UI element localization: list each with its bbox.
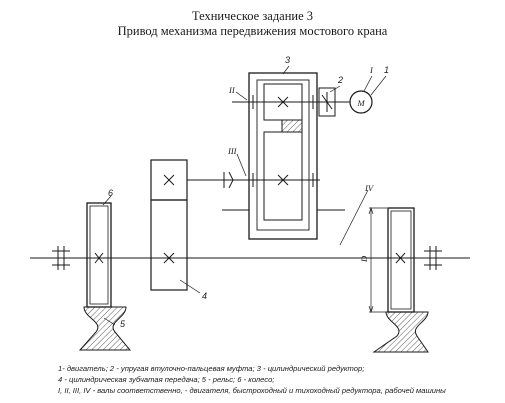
- right-bearing: [424, 246, 442, 270]
- open-gear-4: [150, 159, 188, 291]
- label-shaft-i: I: [369, 65, 374, 75]
- wheel-right: [387, 207, 415, 313]
- diameter-dimension: [368, 206, 387, 314]
- page-title: Техническое задание 3: [191, 9, 314, 23]
- reducer-3: [248, 72, 318, 240]
- legend-line-2: 4 - цилиндрическая зубчатая передача; 5 …: [58, 375, 275, 384]
- page-subtitle: Привод механизма передвижения мостового …: [117, 24, 388, 38]
- label-shaft-ii: II: [228, 85, 236, 95]
- elastic-coupling-2: [318, 87, 336, 117]
- rail-left: [78, 306, 132, 351]
- label-5: 5: [120, 319, 126, 329]
- wheel-left: [86, 202, 112, 308]
- label-3: 3: [285, 55, 290, 65]
- motor-letter: M: [356, 98, 365, 108]
- legend-line-3: I, II, III, IV - валы соответственно, - …: [58, 386, 446, 395]
- label-shaft-iv: IV: [364, 183, 375, 193]
- label-6: 6: [108, 188, 113, 198]
- label-shaft-iii: III: [227, 146, 238, 156]
- legend-line-1: 1- двигатель; 2 - упругая втулочно-пальц…: [58, 364, 365, 373]
- motor-1: [349, 90, 373, 114]
- left-bearing: [52, 246, 70, 270]
- label-4: 4: [202, 291, 207, 301]
- rail-right: [372, 311, 429, 353]
- label-2: 2: [337, 75, 343, 85]
- coupling-iii: [223, 171, 234, 189]
- label-diameter: D: [359, 255, 369, 263]
- label-1: 1: [384, 65, 389, 75]
